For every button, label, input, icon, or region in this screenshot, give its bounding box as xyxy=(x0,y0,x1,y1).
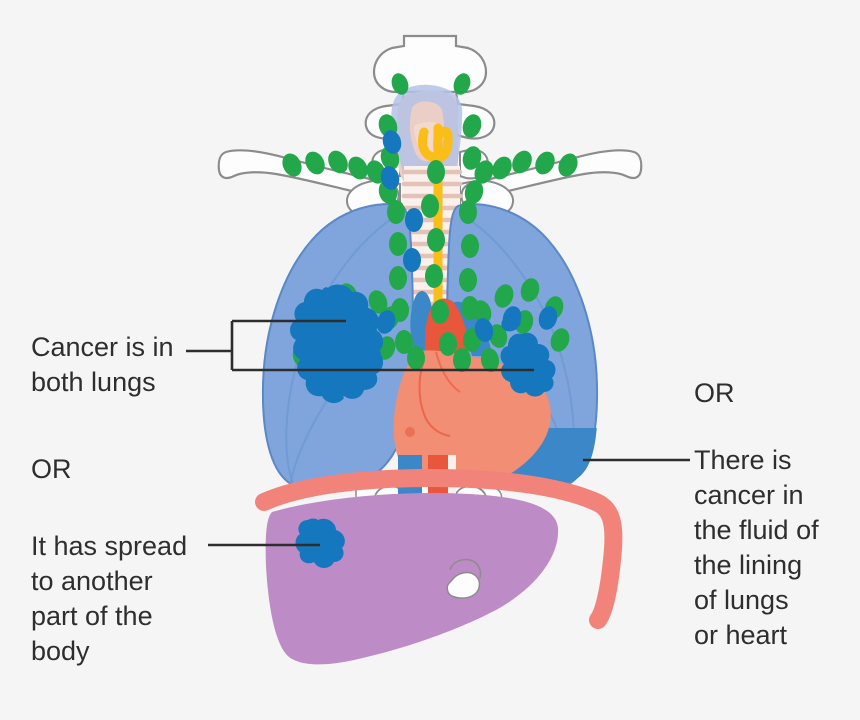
or-label-left: OR xyxy=(31,454,72,484)
right-lung-tumor-satellite xyxy=(501,314,521,332)
callout-both-lungs: Cancer is in both lungs xyxy=(31,332,174,397)
spinal-strip xyxy=(448,455,456,527)
liver-metastasis xyxy=(295,518,345,568)
diaphragm xyxy=(255,468,623,629)
gallbladder-notch xyxy=(446,571,481,599)
or-label-right: OR xyxy=(694,378,735,408)
leader-lines-group xyxy=(186,319,690,547)
liver-notch-edge xyxy=(449,558,482,579)
coronary-vessel-2 xyxy=(435,351,461,393)
lymph-nodes-group xyxy=(282,73,578,372)
right-lung-tumor xyxy=(500,332,556,397)
coronary-vessel-1 xyxy=(418,359,451,437)
callout-spread-to-body: It has spread to another part of the bod… xyxy=(31,531,188,666)
lymph-nodes-green xyxy=(282,73,578,372)
coronary-node xyxy=(405,427,415,437)
callout-cancer-in-fluid: There is cancer in the fluid of the lini… xyxy=(694,445,819,650)
